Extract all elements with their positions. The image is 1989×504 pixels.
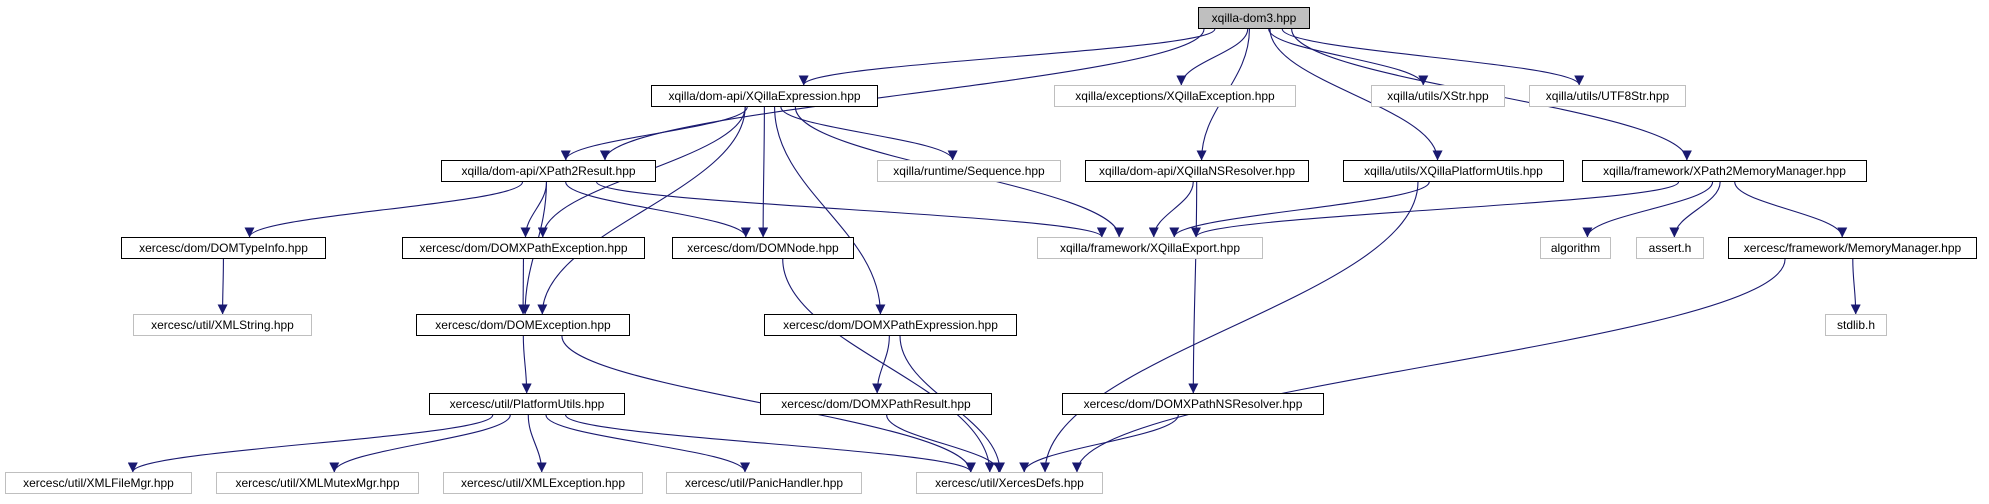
node-dom-xpath-ns-resolver[interactable]: xercesc/dom/DOMXPathNSResolver.hpp: [1062, 393, 1324, 415]
node-xqilla-ns-resolver[interactable]: xqilla/dom-api/XQillaNSResolver.hpp: [1085, 160, 1309, 182]
edge-x2res-to-typeinfo: [244, 181, 524, 238]
edge-x2mm-to-xqexport: [1191, 181, 1680, 238]
edge-x2mm-to-memmgr: [1734, 181, 1848, 238]
edge-x2mm-to-algorithm: [1582, 181, 1714, 238]
node-xerces-defs[interactable]: xercesc/util/XercesDefs.hpp: [916, 472, 1103, 494]
node-dom-exception[interactable]: xercesc/dom/DOMException.hpp: [416, 314, 630, 336]
edge-platutils-to-filemgr: [127, 414, 494, 473]
edge-xqexpr-to-x2res: [560, 106, 748, 161]
edge-x2res-to-domnode: [565, 181, 751, 238]
edge-x2res-to-xpexc: [520, 181, 548, 238]
edge-xpresult-to-xdefs: [886, 414, 1004, 473]
node-sequence[interactable]: xqilla/runtime/Sequence.hpp: [877, 160, 1061, 182]
node-xml-mutex-mgr[interactable]: xercesc/util/XMLMutexMgr.hpp: [216, 472, 419, 494]
node-memory-manager[interactable]: xercesc/framework/MemoryManager.hpp: [1728, 237, 1977, 259]
edge-nsres-to-xpnsres: [1188, 181, 1199, 394]
edge-x2mm-to-asserth: [1669, 181, 1721, 238]
edge-xqexpr-to-domnode: [758, 106, 769, 238]
node-dom-type-info[interactable]: xercesc/dom/DOMTypeInfo.hpp: [121, 237, 326, 259]
node-xml-exception[interactable]: xercesc/util/XMLException.hpp: [443, 472, 643, 494]
edge-platutils-to-mutexmgr: [329, 414, 511, 473]
edge-platutils-to-xmlexc: [527, 414, 547, 473]
node-xqilla-exception[interactable]: xqilla/exceptions/XQillaException.hpp: [1054, 85, 1296, 107]
edge-typeinfo-to-xmlstring: [217, 258, 228, 315]
node-stdlib-h[interactable]: stdlib.h: [1825, 314, 1887, 336]
edge-xqexpr-to-domexc: [537, 106, 746, 315]
edge-nsres-to-xqexport: [1148, 181, 1194, 238]
node-utf8str[interactable]: xqilla/utils/UTF8Str.hpp: [1529, 85, 1686, 107]
edge-xqexpr-to-seq: [780, 106, 958, 161]
node-panic-handler[interactable]: xercesc/util/PanicHandler.hpp: [666, 472, 862, 494]
edge-root-to-x2res: [600, 28, 1205, 161]
node-dom-xpath-exception[interactable]: xercesc/dom/DOMXPathException.hpp: [402, 237, 645, 259]
node-xml-file-mgr[interactable]: xercesc/util/XMLFileMgr.hpp: [5, 472, 192, 494]
edge-domnode-to-xdefs: [782, 258, 995, 473]
node-dom-node[interactable]: xercesc/dom/DOMNode.hpp: [672, 237, 854, 259]
node-xqilla-expression[interactable]: xqilla/dom-api/XQillaExpression.hpp: [651, 85, 878, 107]
edge-xpexpr-to-xpresult: [872, 335, 890, 394]
edge-root-to-xstr: [1268, 28, 1429, 86]
edge-memmgr-to-stdlib: [1850, 258, 1861, 315]
node-xqilla-dom3[interactable]: xqilla-dom3.hpp: [1198, 7, 1310, 29]
node-xpath2-result[interactable]: xqilla/dom-api/XPath2Result.hpp: [441, 160, 656, 182]
edge-root-to-utf8: [1281, 28, 1585, 86]
node-xqilla-platform-utils[interactable]: xqilla/utils/XQillaPlatformUtils.hpp: [1343, 160, 1564, 182]
node-xstr[interactable]: xqilla/utils/XStr.hpp: [1371, 85, 1505, 107]
edge-x2res-to-xqexport: [596, 181, 1107, 238]
node-xqilla-export[interactable]: xqilla/framework/XQillaExport.hpp: [1037, 237, 1263, 259]
node-algorithm[interactable]: algorithm: [1540, 237, 1611, 259]
edge-xpnsres-to-xdefs: [1019, 414, 1179, 473]
edge-root-to-plat: [1269, 28, 1443, 161]
edge-plat-to-xqexport: [1169, 181, 1430, 238]
edge-root-to-xqexpr: [798, 28, 1216, 86]
edge-platutils-to-xdefs: [565, 414, 976, 473]
node-assert-h[interactable]: assert.h: [1636, 237, 1704, 259]
edge-root-to-xqexc: [1176, 28, 1249, 86]
edge-xqexpr-to-xpexpr: [774, 106, 886, 315]
node-dom-xpath-result[interactable]: xercesc/dom/DOMXPathResult.hpp: [760, 393, 992, 415]
node-platform-utils[interactable]: xercesc/util/PlatformUtils.hpp: [429, 393, 625, 415]
edge-platutils-to-panic: [545, 414, 750, 473]
edge-plat-to-xdefs: [1040, 181, 1419, 473]
node-dom-xpath-expression[interactable]: xercesc/dom/DOMXPathExpression.hpp: [764, 314, 1017, 336]
node-xpath2-memory-manager[interactable]: xqilla/framework/XPath2MemoryManager.hpp: [1582, 160, 1867, 182]
edge-memmgr-to-xdefs: [1072, 258, 1786, 473]
edge-domexc-to-platutils: [521, 335, 532, 394]
node-xml-string[interactable]: xercesc/util/XMLString.hpp: [133, 314, 312, 336]
